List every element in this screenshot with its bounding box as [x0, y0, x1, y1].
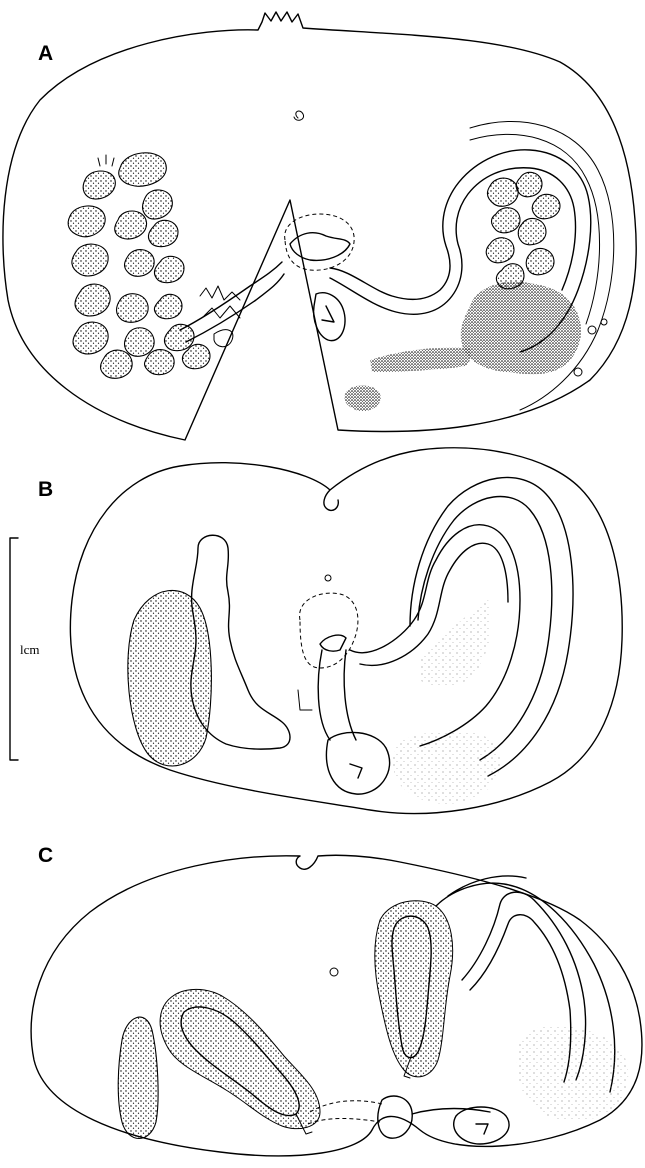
panel-c-central-gland	[160, 989, 320, 1128]
panel-a: A	[3, 12, 636, 440]
panel-b-central-tube	[318, 650, 356, 740]
panel-b-label: B	[38, 478, 53, 501]
panel-a-small-spiral	[294, 111, 304, 120]
panel-b-coiled-tube-outer	[410, 477, 573, 776]
panel-c-bulb	[454, 1107, 509, 1144]
panel-a-dense-gland-mass	[461, 282, 581, 374]
panel-a-left-duct	[180, 262, 284, 342]
panel-b-bulb	[326, 732, 389, 794]
panel-a-small-dense-cluster	[344, 385, 380, 411]
panel-b-stippled-oval	[128, 590, 212, 766]
panel-b-coiled-tube-inner	[350, 525, 520, 746]
panel-c-label: C	[38, 844, 53, 867]
panel-c-small-ring	[330, 968, 338, 976]
panel-a-right-lobule-cluster	[486, 172, 560, 288]
panel-c-faint-stippling	[516, 1026, 628, 1121]
panel-b: B lcm	[10, 448, 622, 814]
panel-c-right-gland	[375, 901, 453, 1077]
panel-b-faint-stippling	[393, 600, 500, 804]
panel-a-dense-strand	[370, 348, 471, 373]
panel-b-central-organ	[298, 593, 358, 710]
panel-a-label: A	[38, 42, 53, 65]
panel-b-small-ring	[325, 575, 331, 581]
panel-c-left-stippled-body	[118, 1017, 158, 1138]
panel-a-left-lobule-cluster	[68, 153, 240, 379]
panel-c: C	[31, 844, 642, 1156]
scale-bar: lcm	[10, 538, 40, 760]
scale-bar-label: lcm	[20, 642, 40, 657]
